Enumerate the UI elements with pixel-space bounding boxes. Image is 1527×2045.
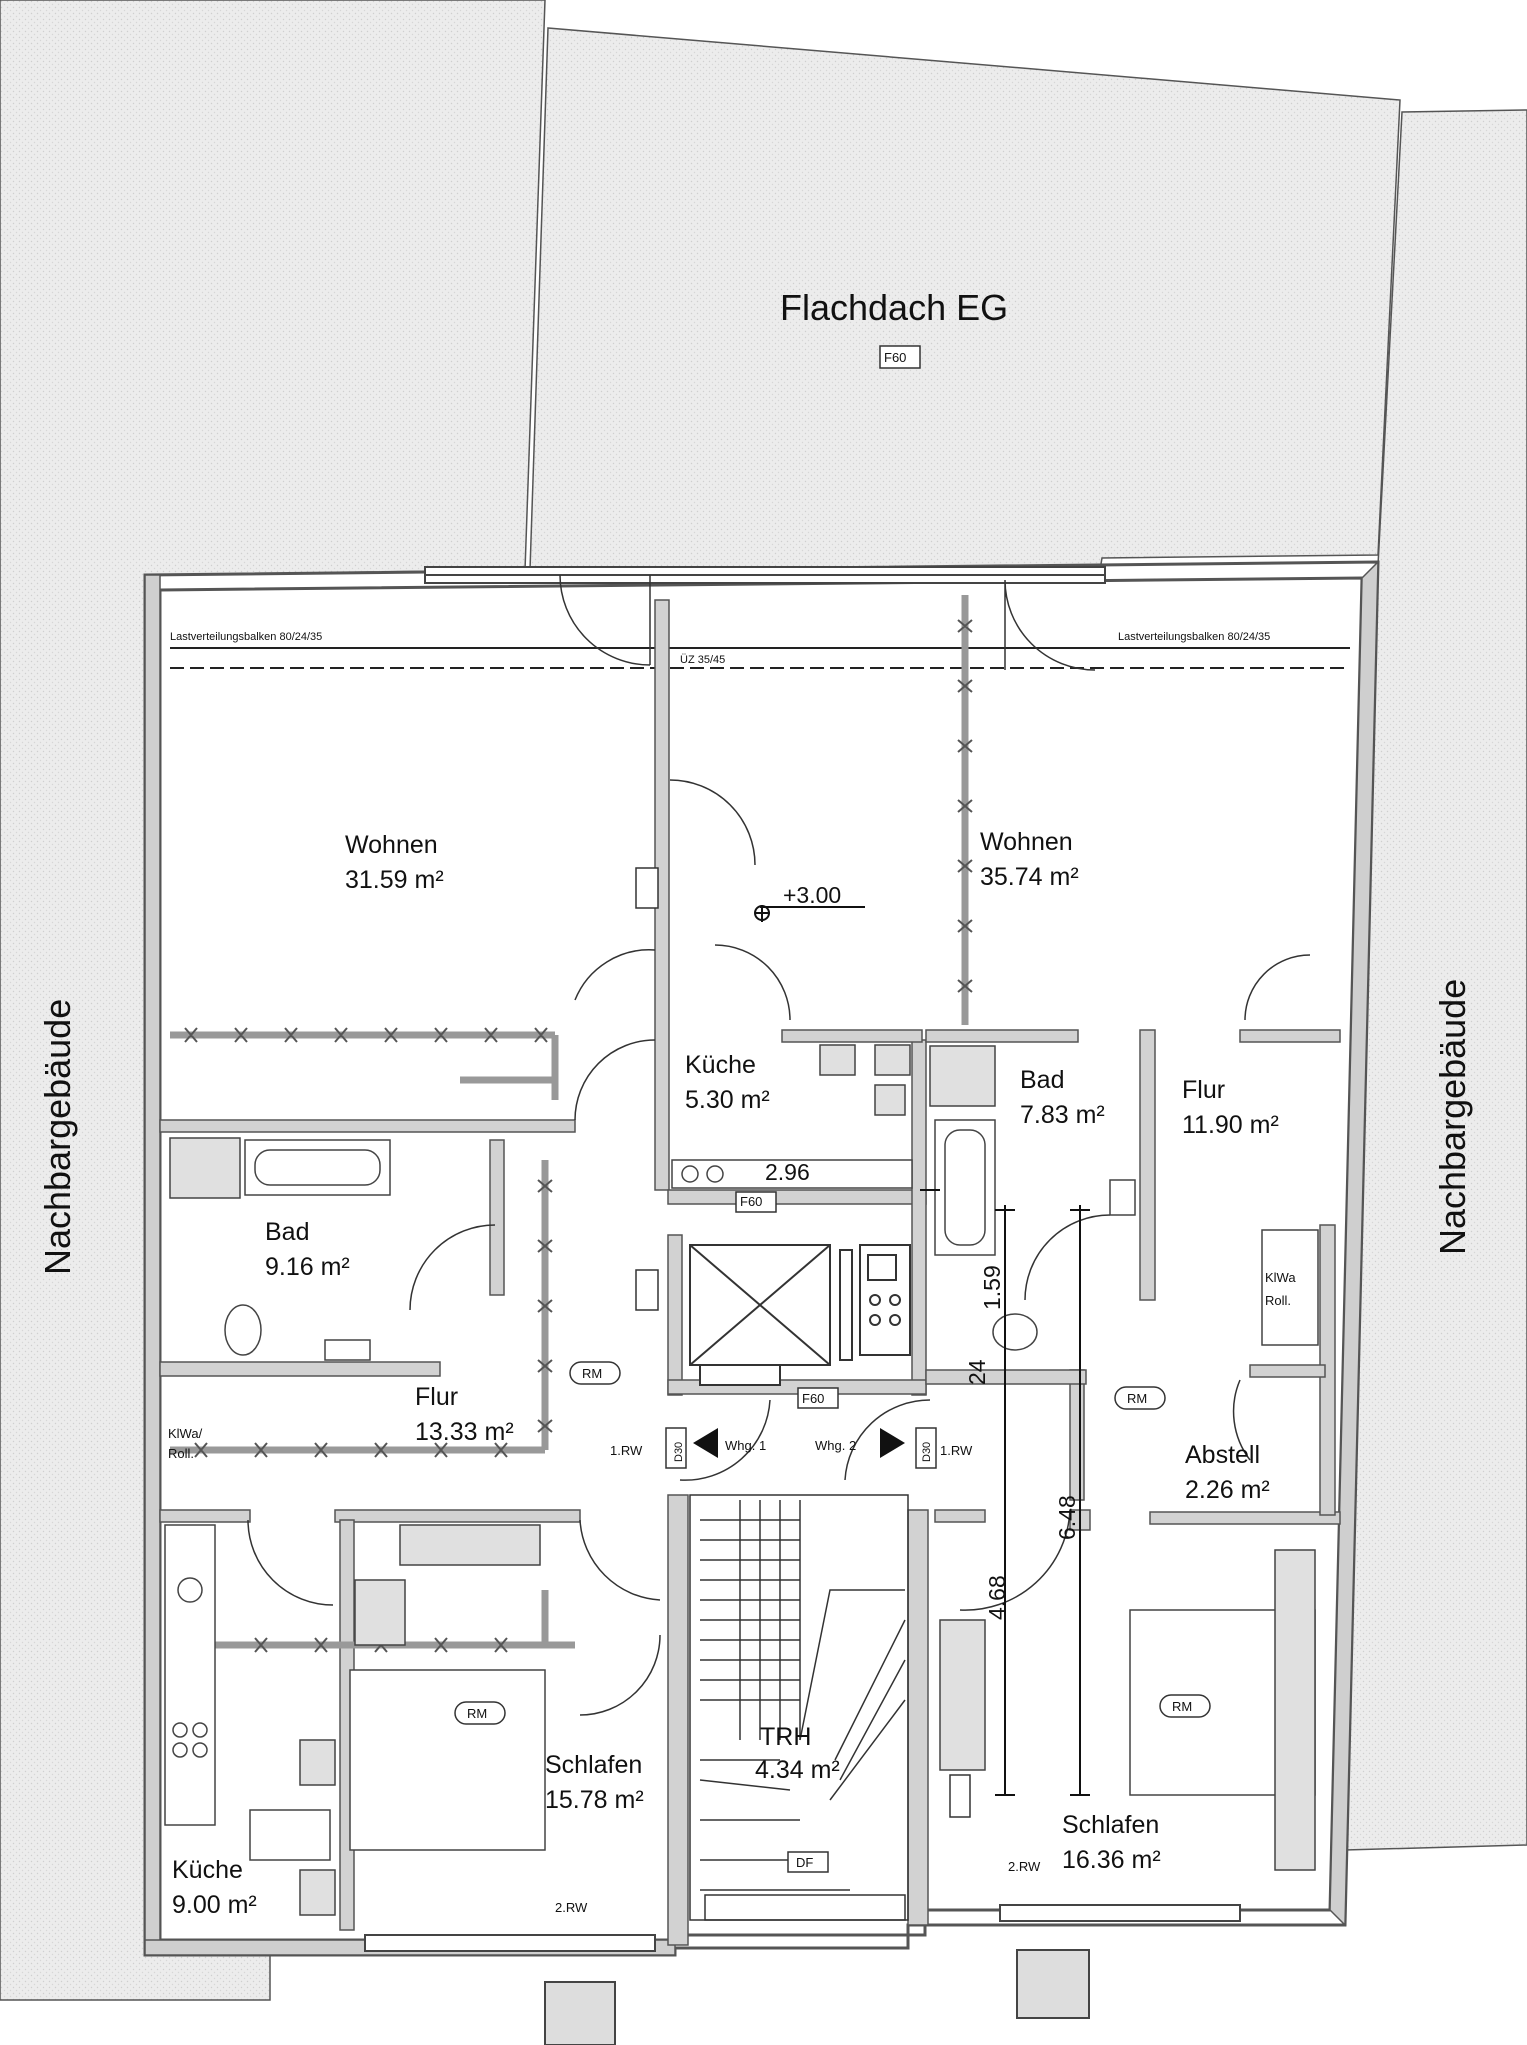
- rw2-label-right: 2.RW: [1008, 1859, 1041, 1874]
- beam-lines: [170, 647, 1350, 669]
- uz-label: ÜZ 35/45: [680, 654, 725, 666]
- f60-label-kitchen: F60: [740, 1194, 762, 1209]
- dimension-lines: [754, 905, 1090, 1796]
- rm-label-flur-right: RM: [1127, 1391, 1147, 1406]
- room-area-schlafen-right: 16.36 m²: [1062, 1846, 1161, 1874]
- partition-markers: [184, 619, 973, 1653]
- rw1-label-left: 1.RW: [610, 1443, 643, 1458]
- room-area-schlafen-left: 15.78 m²: [545, 1786, 644, 1814]
- dim-159: 1.59: [979, 1265, 1005, 1310]
- apartment-1-label: Whg. 1: [725, 1438, 766, 1453]
- room-name-kueche-left: Küche: [172, 1856, 243, 1884]
- roll-label-left: Roll.: [168, 1446, 194, 1461]
- room-area-abstell: 2.26 m²: [1185, 1476, 1270, 1504]
- apartment-2-label: Whg. 2: [815, 1438, 856, 1453]
- interior-walls: [159, 599, 1341, 1946]
- beam-label-right: Lastverteilungsbalken 80/24/35: [1118, 631, 1270, 643]
- room-area-wohnen-right: 35.74 m²: [980, 863, 1079, 891]
- elevator: [689, 1244, 911, 1386]
- rm-markers: [454, 1361, 1211, 1725]
- entry-arrows: [693, 1428, 905, 1458]
- room-name-bad-left: Bad: [265, 1218, 309, 1246]
- rw1-label-right: 1.RW: [940, 1443, 973, 1458]
- klwa-label-right: KlWa: [1265, 1270, 1296, 1285]
- flat-roof-label: Flachdach EG: [780, 287, 1008, 328]
- klwa-label-left: KlWa/: [168, 1426, 203, 1441]
- door-swings: [247, 574, 1311, 1716]
- room-name-wohnen-left: Wohnen: [345, 831, 438, 859]
- room-area-bad-right: 7.83 m²: [1020, 1101, 1105, 1129]
- d30-label-right: D30: [921, 1442, 933, 1462]
- dim-24: 24: [964, 1359, 990, 1385]
- dim-648: 6.48: [1054, 1495, 1080, 1540]
- rm-label-flur-left: RM: [582, 1366, 602, 1381]
- rm-label-schlafen-left: RM: [467, 1706, 487, 1721]
- room-name-wohnen-right: Wohnen: [980, 828, 1073, 856]
- df-label: DF: [796, 1855, 813, 1870]
- staircase: [689, 1494, 909, 1921]
- room-name-bad-right: Bad: [1020, 1066, 1064, 1094]
- room-area-bad-left: 9.16 m²: [265, 1253, 350, 1281]
- room-area-trh: 4.34 m²: [755, 1756, 840, 1784]
- fixtures: [164, 1044, 1319, 1916]
- room-name-schlafen-left: Schlafen: [545, 1751, 642, 1779]
- f60-label: F60: [884, 350, 906, 365]
- rw2-label-left: 2.RW: [555, 1900, 588, 1915]
- room-area-kueche-left: 9.00 m²: [172, 1891, 257, 1919]
- beam-label-left: Lastverteilungsbalken 80/24/35: [170, 631, 322, 643]
- room-name-schlafen-right: Schlafen: [1062, 1811, 1159, 1839]
- dim-296: 2.96: [765, 1159, 810, 1185]
- f60-label-core: F60: [802, 1391, 824, 1406]
- room-name-abstell: Abstell: [1185, 1441, 1260, 1469]
- room-area-wohnen-left: 31.59 m²: [345, 866, 444, 894]
- room-name-kueche-center: Küche: [685, 1051, 756, 1079]
- room-name-flur-left: Flur: [415, 1383, 458, 1411]
- room-name-flur-right: Flur: [1182, 1076, 1225, 1104]
- tag-boxes: [635, 345, 971, 1873]
- neighbour-label-right: Nachbargebäude: [1432, 979, 1473, 1255]
- top-windows: [424, 566, 1106, 584]
- roll-label-right: Roll.: [1265, 1293, 1291, 1308]
- dim-468: 4.68: [984, 1575, 1010, 1620]
- d30-label-left: D30: [673, 1442, 685, 1462]
- level-label: +3.00: [783, 882, 841, 908]
- room-area-kueche-center: 5.30 m²: [685, 1086, 770, 1114]
- bottom-windows: [364, 1904, 1241, 2045]
- rm-label-schlafen-right: RM: [1172, 1699, 1192, 1714]
- neighbour-label-left: Nachbargebäude: [37, 999, 78, 1275]
- room-name-trh: TRH: [760, 1723, 811, 1751]
- room-area-flur-left: 13.33 m²: [415, 1418, 514, 1446]
- room-area-flur-right: 11.90 m²: [1182, 1111, 1279, 1139]
